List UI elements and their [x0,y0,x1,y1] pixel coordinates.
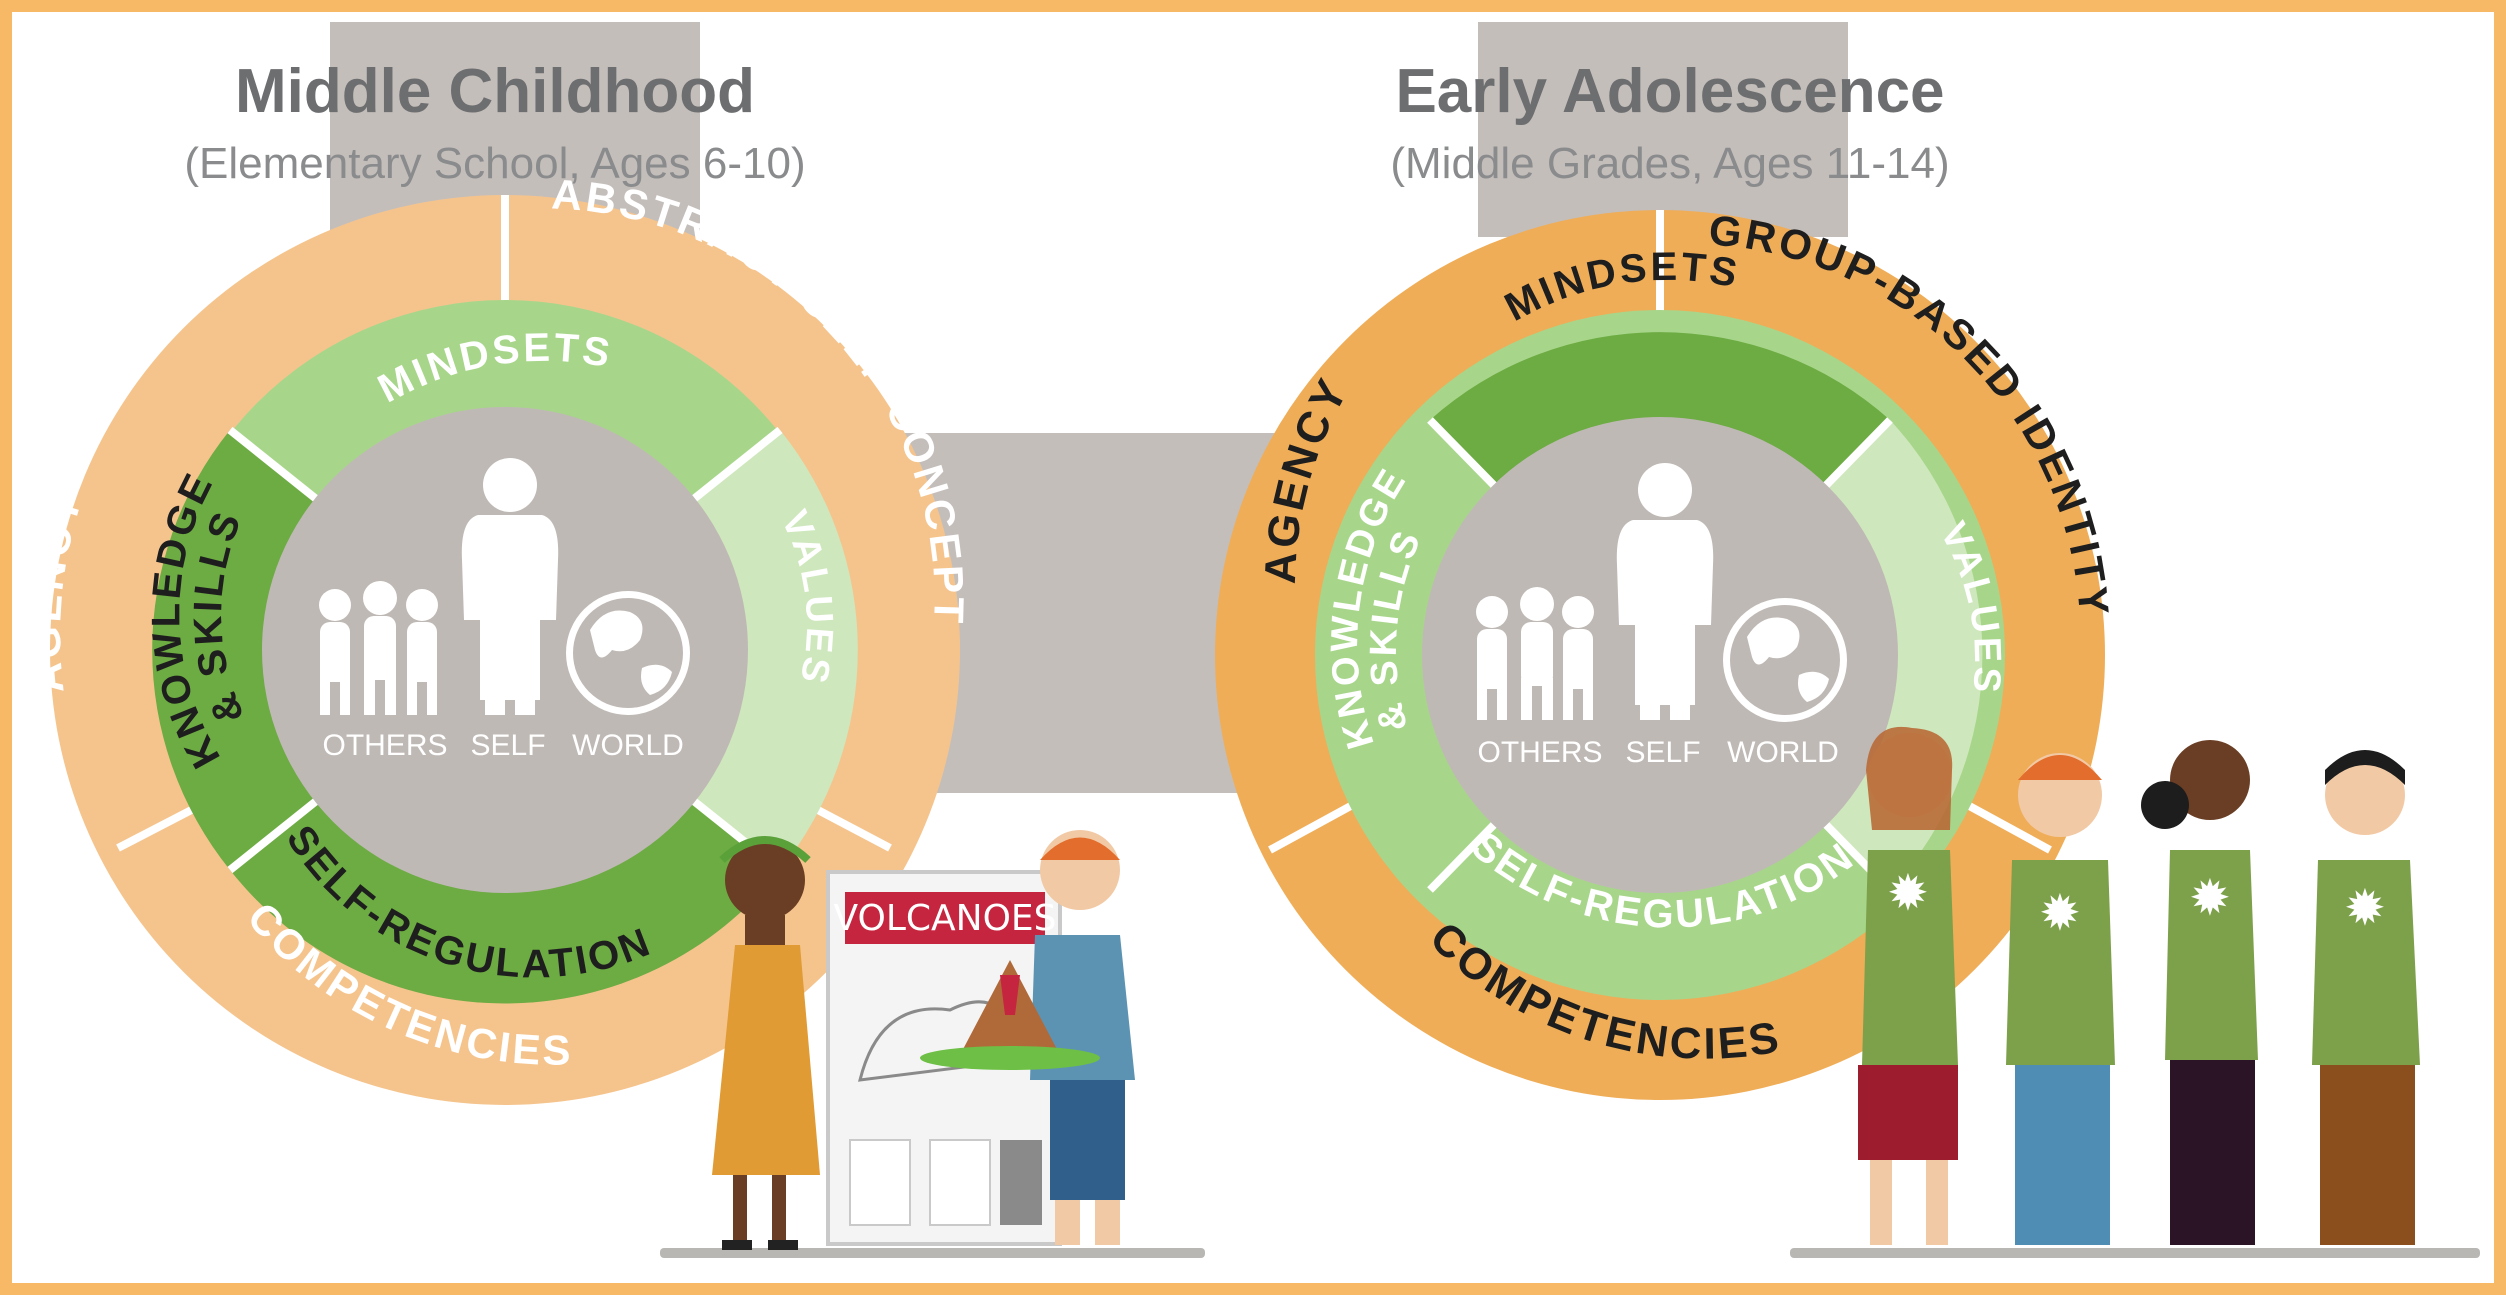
teen-4: ✹ [2312,750,2420,1245]
svg-text:✹: ✹ [1887,865,1929,921]
world-label: WORLD [1727,736,1839,769]
self-label: SELF [1625,736,1700,769]
svg-text:✹: ✹ [2344,880,2386,936]
others-label: OTHERS [1477,736,1602,769]
self-figure-icon [1616,463,1714,720]
world-globe-icon [566,591,690,715]
early-adolescence-subtitle: (Middle Grades, Ages 11-14) [1390,139,1949,188]
girl-figure [712,836,820,1250]
others-label: OTHERS [322,729,447,762]
children-volcano-poster-illustration: VOLCANOES [660,830,1205,1258]
boy-figure [920,830,1135,1245]
poster-title: VOLCANOES [833,898,1056,939]
world-globe-icon [1723,598,1847,722]
middle-childhood-title: Middle Childhood [235,57,755,126]
middle-childhood-subtitle: (Elementary School, Ages 6-10) [184,139,805,188]
pillar-right [1478,22,1848,237]
self-figure-icon [461,458,559,715]
early-adolescence-wheel: OTHERS SELF WORLD AGENCY GROUP-BASED IDE… [1215,206,2115,1100]
others-figures-icon [1476,587,1594,720]
world-label: WORLD [572,729,684,762]
svg-text:✹: ✹ [2189,870,2231,926]
adolescents-group-illustration: ✹ ✹ ✹ ✹ [1790,726,2480,1258]
teen-1: ✹ [1858,726,1958,1245]
teen-3: ✹ [2141,740,2258,1245]
self-label: SELF [470,729,545,762]
early-adolescence-title: Early Adolescence [1395,57,1944,126]
svg-text:✹: ✹ [2039,885,2081,941]
ground-shadow [660,1248,1205,1258]
teen-2: ✹ [2006,753,2115,1245]
others-figures-icon [319,581,438,715]
ground-shadow [1790,1248,2480,1258]
